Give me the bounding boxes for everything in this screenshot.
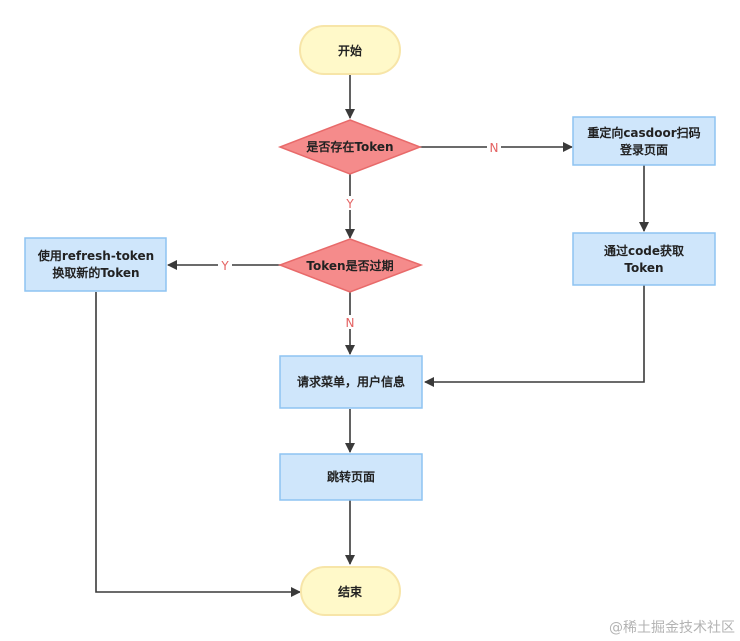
start-node: 开始 <box>299 25 401 75</box>
token-expired-label: Token是否过期 <box>306 258 393 273</box>
refresh-label-line2: 换取新的Token <box>52 265 139 280</box>
edge-labels: N Y Y N <box>218 140 501 330</box>
watermark-text: @稀土掘金技术社区 <box>609 620 735 636</box>
redirect-login-process: 重定向casdoor扫码 登录页面 <box>572 116 716 166</box>
edge-label-expired-no: N <box>346 316 355 330</box>
end-node: 结束 <box>300 566 401 616</box>
end-label: 结束 <box>338 584 363 599</box>
get-token-process: 通过code获取 Token <box>572 232 716 286</box>
edge-gettoken-to-request <box>424 285 645 387</box>
token-expired-decision: Token是否过期 <box>277 238 424 293</box>
check-token-label: 是否存在Token <box>305 139 393 154</box>
request-menu-label: 请求菜单，用户信息 <box>297 374 405 389</box>
jump-page-label: 跳转页面 <box>327 469 375 484</box>
check-token-decision: 是否存在Token <box>277 119 423 175</box>
start-label: 开始 <box>338 43 362 58</box>
edge-label-check-yes: Y <box>345 197 354 211</box>
jump-page-process: 跳转页面 <box>279 453 423 501</box>
get-token-label-line1: 通过code获取 <box>604 243 684 258</box>
refresh-token-process: 使用refresh-token 换取新的Token <box>24 237 167 292</box>
redirect-label-line2: 登录页面 <box>619 142 668 157</box>
edge-refresh-to-end <box>95 292 301 597</box>
redirect-label-line1: 重定向casdoor扫码 <box>587 125 700 140</box>
get-token-label-line2: Token <box>624 261 663 275</box>
refresh-label-line1: 使用refresh-token <box>37 248 154 263</box>
edge-label-check-no: N <box>490 141 499 155</box>
request-menu-process: 请求菜单，用户信息 <box>279 355 423 409</box>
edge-label-expired-yes: Y <box>220 259 229 273</box>
